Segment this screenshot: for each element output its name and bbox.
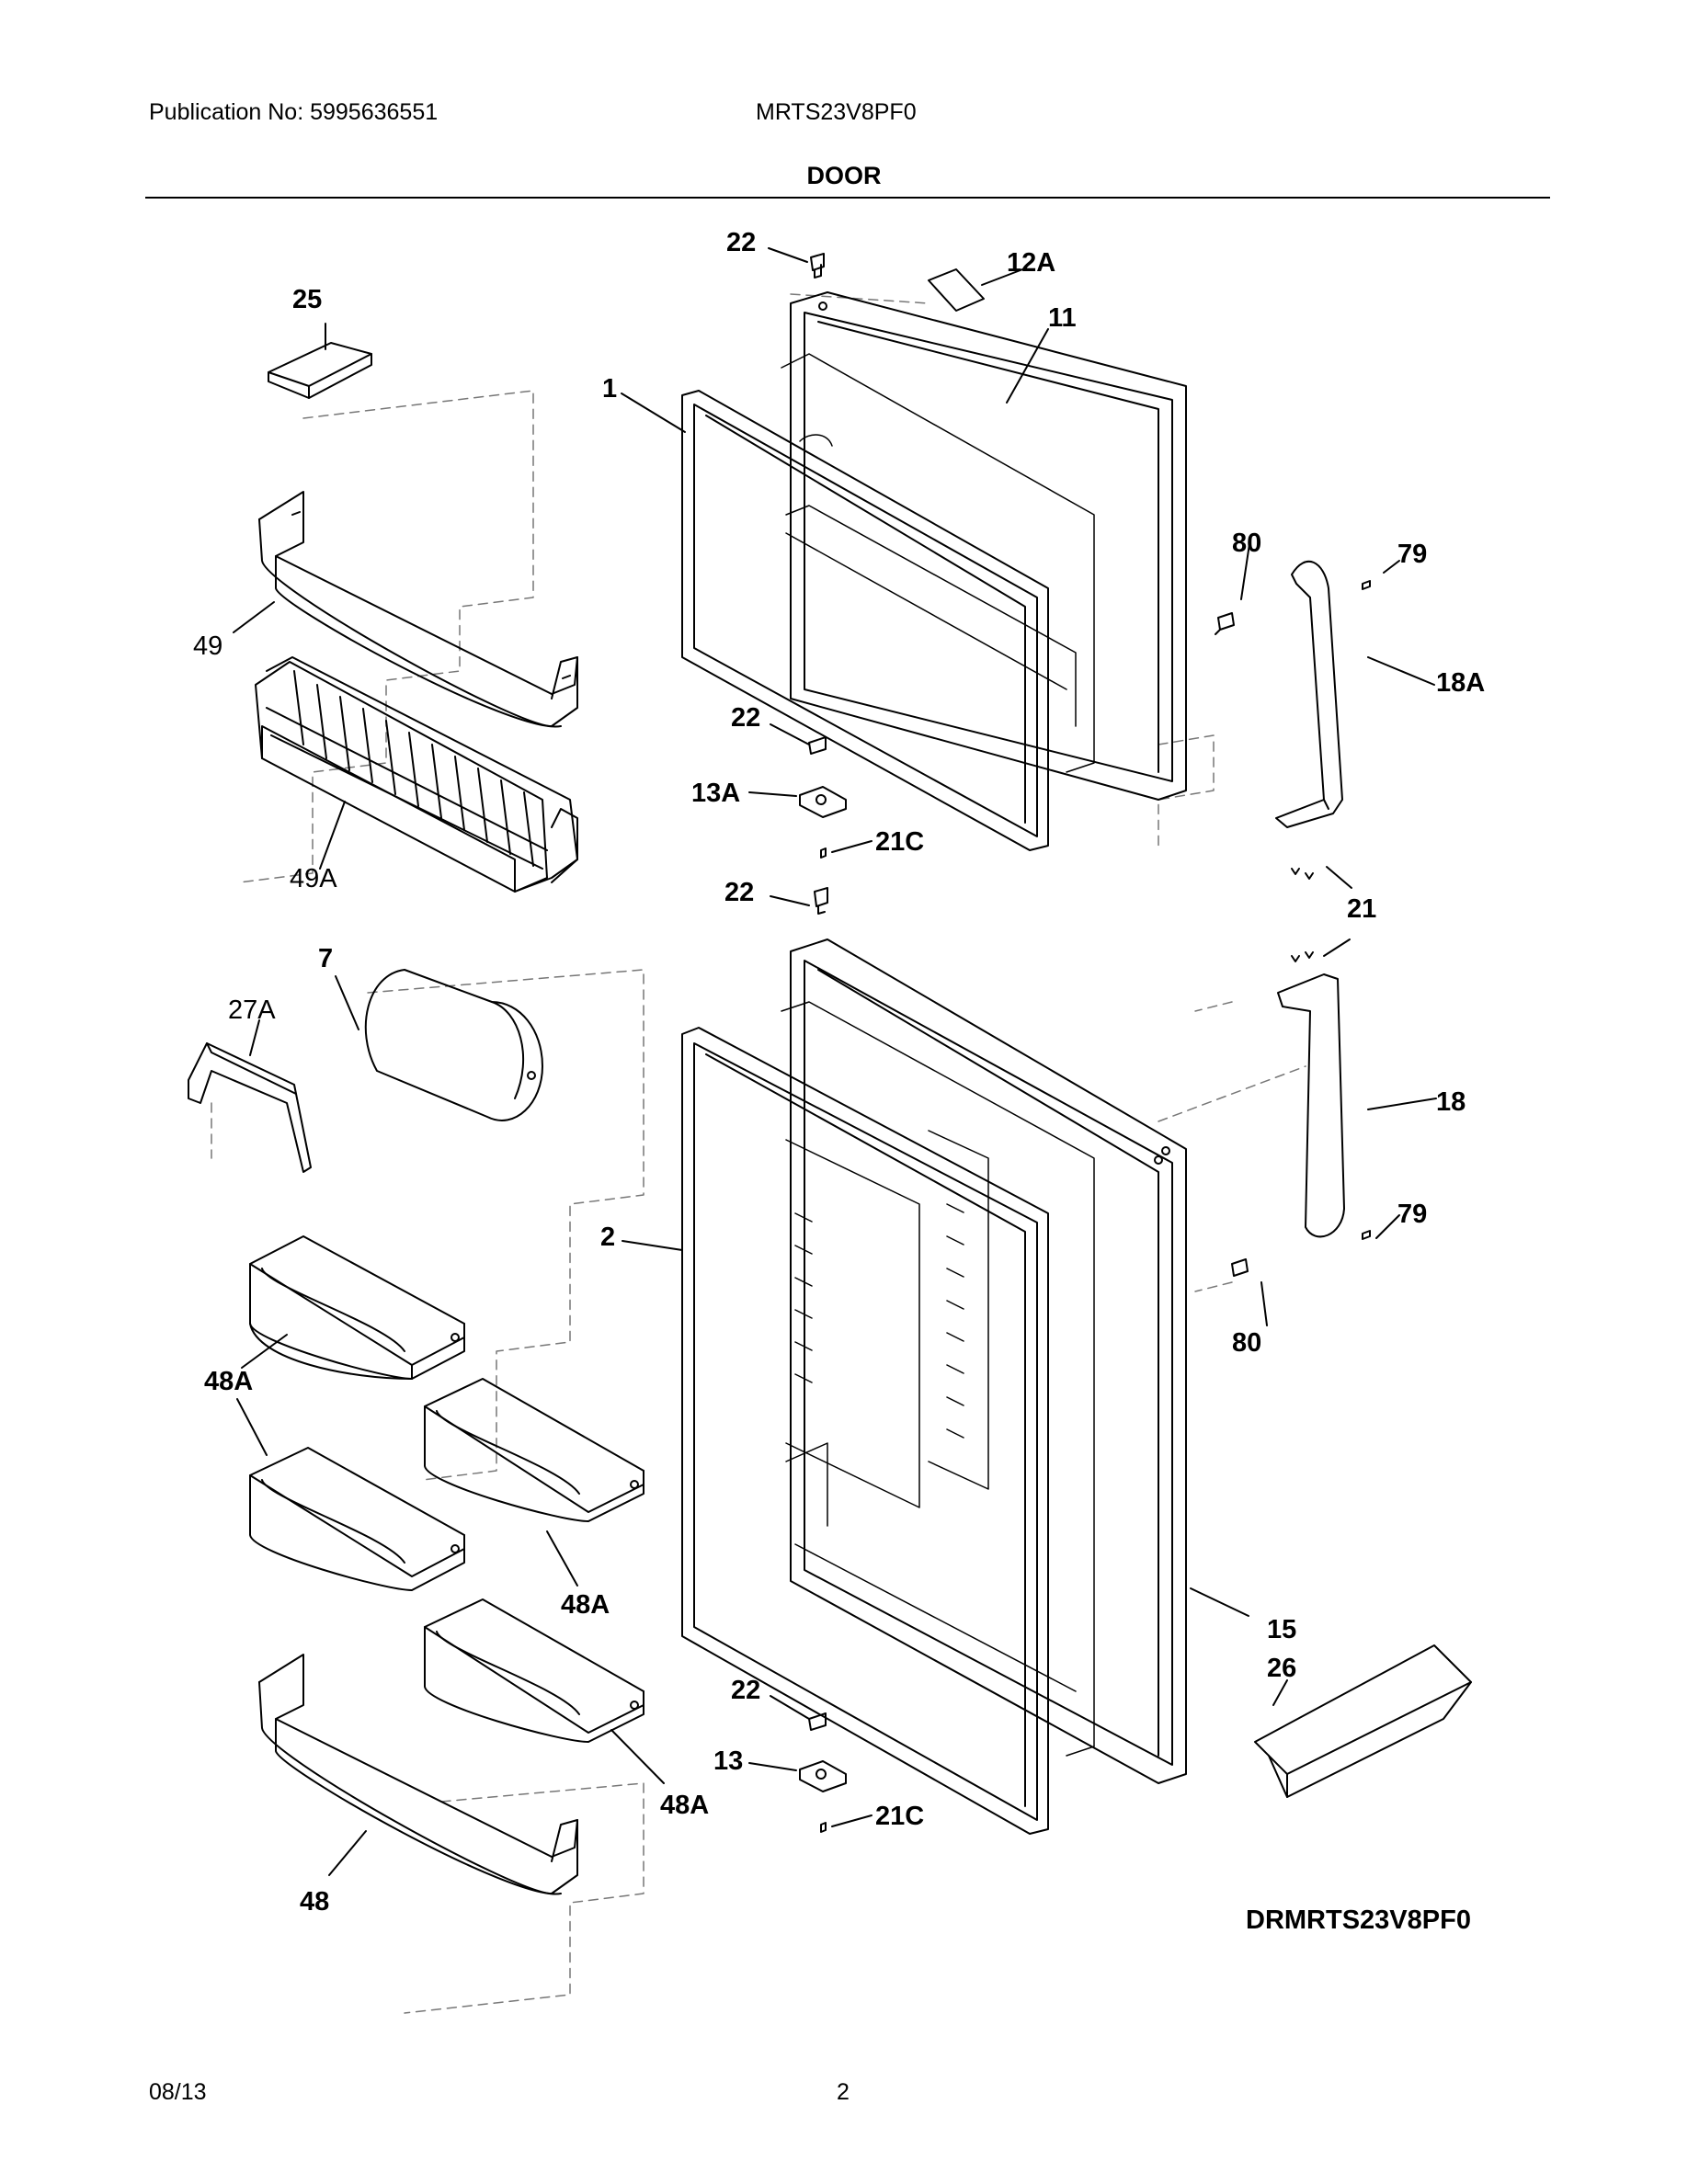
label-13: 13: [713, 1746, 743, 1776]
label-80-upper: 80: [1232, 529, 1261, 558]
wire-basket-part-49a: [255, 656, 578, 893]
label-49a: 49A: [290, 864, 337, 893]
door-bin-middle-left: [249, 1447, 465, 1591]
leader-lines: [233, 247, 1437, 1876]
dairy-tray-part-26: [1254, 1644, 1472, 1798]
door-handle-part-18a: [1275, 560, 1343, 828]
label-79-upper: 79: [1397, 540, 1427, 569]
screws-part-22: [808, 253, 828, 1731]
part-labels: 22 12A 11 25 1 80 79 18A 49 22 13A 21C 4…: [193, 228, 1485, 1935]
label-1: 1: [602, 374, 617, 404]
label-7: 7: [318, 944, 333, 973]
label-22-top: 22: [726, 228, 756, 257]
header-divider: [145, 197, 1550, 199]
hinge-part-13a: [799, 786, 847, 859]
door-bin-upper-left: [249, 1235, 465, 1380]
label-49: 49: [193, 631, 222, 661]
handle-part-27a: [188, 1042, 312, 1173]
label-21c-upper: 21C: [875, 827, 924, 857]
label-48: 48: [300, 1887, 329, 1917]
label-21c-lower: 21C: [875, 1802, 924, 1831]
label-48a-middle: 48A: [561, 1590, 610, 1620]
label-2: 2: [600, 1223, 615, 1252]
freezer-gasket-part-1: [681, 390, 1049, 851]
label-26: 26: [1267, 1654, 1296, 1683]
door-bin-lower-right: [424, 1598, 644, 1743]
label-79-lower: 79: [1397, 1200, 1427, 1229]
label-18: 18: [1436, 1087, 1466, 1117]
page-number: 2: [837, 2079, 850, 2105]
small-tray-part-25: [268, 342, 372, 399]
label-21: 21: [1347, 894, 1376, 924]
freezer-door-part-11: [790, 291, 1187, 801]
label-plate-part-12a: [928, 268, 985, 312]
fresh-food-door-liner: [781, 1001, 1095, 1757]
page-title: DOOR: [806, 162, 882, 189]
label-15: 15: [1267, 1615, 1296, 1644]
diagram-code: DRMRTS23V8PF0: [1246, 1905, 1471, 1935]
publication-number: Publication No: 5995636551: [149, 99, 439, 125]
label-22-upper-hinge: 22: [731, 703, 760, 733]
door-handle-part-18: [1277, 973, 1345, 1238]
label-25: 25: [292, 285, 322, 314]
label-22-lower-hinge: 22: [731, 1676, 760, 1705]
label-12a: 12A: [1007, 248, 1055, 278]
fresh-food-gasket-part-2: [681, 1027, 1049, 1835]
label-48a-lower: 48A: [660, 1791, 709, 1820]
label-48a-upper: 48A: [204, 1367, 253, 1396]
door-bin-middle-right: [424, 1378, 644, 1522]
label-13a: 13A: [691, 779, 740, 808]
hinge-part-13: [799, 1760, 847, 1833]
handle-studs-and-screws: [1215, 580, 1371, 1277]
label-18a: 18A: [1436, 668, 1485, 698]
label-11: 11: [1048, 303, 1077, 333]
model-number: MRTS23V8PF0: [756, 99, 917, 125]
label-22-middle: 22: [724, 878, 754, 907]
label-80-lower: 80: [1232, 1328, 1261, 1358]
label-27a: 27A: [228, 995, 276, 1025]
fresh-food-door-part-15: [790, 938, 1187, 1784]
footer-date: 08/13: [149, 2079, 207, 2105]
shelf-bar-part-49: [258, 491, 578, 728]
freezer-door-liner: [781, 353, 1095, 773]
cylinder-part-7: [364, 969, 543, 1121]
shelf-bar-part-48: [258, 1654, 578, 1895]
assembly-guide-lines: [211, 293, 1306, 2014]
